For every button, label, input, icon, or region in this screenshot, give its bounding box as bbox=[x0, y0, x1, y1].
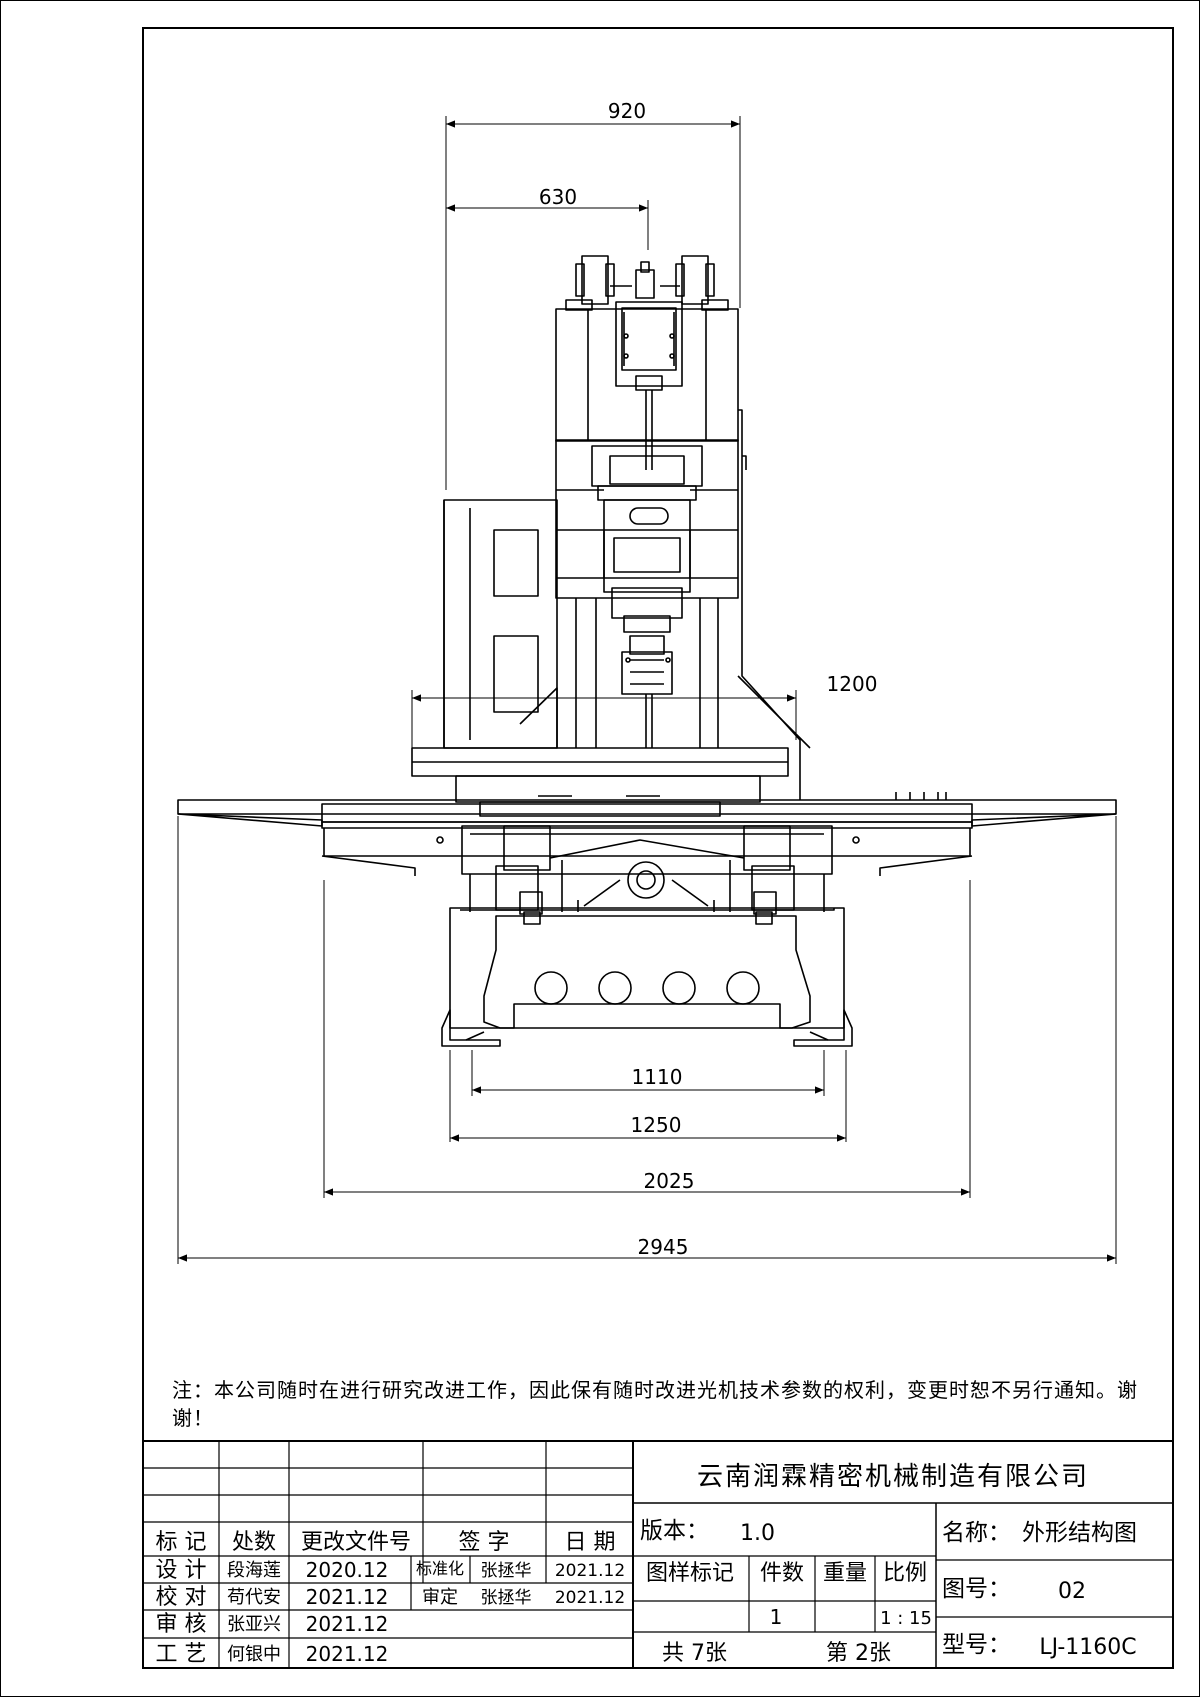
row-check-date: 2021.12 bbox=[306, 1585, 389, 1609]
top-motors bbox=[575, 255, 715, 305]
dim-2945: 2945 bbox=[638, 1235, 689, 1259]
count-label: 件数 bbox=[760, 1561, 804, 1586]
dimensions bbox=[177, 116, 1117, 1264]
scale-label: 比例 bbox=[883, 1561, 927, 1586]
worktable bbox=[411, 747, 789, 817]
version-value: 1.0 bbox=[740, 1521, 775, 1546]
base-bed bbox=[441, 907, 853, 1047]
dim-1250: 1250 bbox=[631, 1113, 682, 1137]
row-check-name: 苟代安 bbox=[227, 1587, 281, 1608]
dim-630: 630 bbox=[539, 185, 577, 209]
total-sheets: 共 7张 bbox=[662, 1641, 727, 1666]
lower-saddle bbox=[461, 825, 833, 925]
name-value: 外形结构图 bbox=[1022, 1520, 1137, 1546]
drawing-no-value: 02 bbox=[1058, 1579, 1086, 1604]
row-process-name: 何银中 bbox=[227, 1644, 281, 1665]
dim-920: 920 bbox=[608, 99, 646, 123]
dim-2025: 2025 bbox=[644, 1169, 695, 1193]
row-process-date: 2021.12 bbox=[306, 1642, 389, 1666]
dim-1200: 1200 bbox=[827, 672, 878, 696]
model-label: 型号： bbox=[942, 1632, 1011, 1658]
rev-header-sign: 签 字 bbox=[459, 1530, 510, 1555]
scale-value: 1 : 15 bbox=[880, 1608, 932, 1629]
row-design-label: 设 计 bbox=[156, 1558, 207, 1583]
model-value: LJ-1160C bbox=[1039, 1635, 1136, 1660]
row-review-label: 审 核 bbox=[156, 1612, 207, 1637]
version-label: 版本： bbox=[640, 1518, 709, 1544]
rev-header-date: 日 期 bbox=[565, 1530, 616, 1555]
company-name: 云南润霖精密机械制造有限公司 bbox=[697, 1462, 1089, 1492]
row-process-label: 工 艺 bbox=[156, 1642, 207, 1667]
row-design-date: 2020.12 bbox=[306, 1558, 389, 1582]
row-standard-label: 标准化 bbox=[416, 1559, 464, 1578]
disclaimer-note: 注：本公司随时在进行研究改进工作，因此保有随时改进光机技术参数的权利，变更时恕不… bbox=[172, 1378, 1138, 1430]
drawing-no-label: 图号： bbox=[942, 1576, 1011, 1602]
headstock-upper bbox=[555, 299, 739, 470]
rev-header-mark: 标 记 bbox=[156, 1530, 207, 1555]
title-block: 云南润霖精密机械制造有限公司 版本： 1.0 名称： 外形结构图 图样标记 件数… bbox=[143, 1440, 1173, 1668]
row-standard-name: 张拯华 bbox=[481, 1561, 532, 1581]
machine-front-view bbox=[177, 255, 1117, 1047]
count-value: 1 bbox=[770, 1605, 783, 1629]
row-standard-date: 2021.12 bbox=[555, 1561, 625, 1581]
rev-header-place: 处数 bbox=[232, 1530, 276, 1555]
sheet-number: 第 2张 bbox=[826, 1641, 891, 1666]
row-approve-date: 2021.12 bbox=[555, 1588, 625, 1608]
x-axis-table bbox=[177, 792, 1117, 876]
row-review-name: 张亚兴 bbox=[227, 1614, 281, 1635]
name-label: 名称： bbox=[942, 1520, 1011, 1546]
row-approve-label: 审定 bbox=[422, 1587, 458, 1608]
title-block-grid bbox=[143, 1440, 1173, 1668]
row-approve-name: 张拯华 bbox=[481, 1588, 532, 1608]
sample-mark-label: 图样标记 bbox=[646, 1561, 734, 1586]
row-design-name: 段海莲 bbox=[227, 1560, 281, 1581]
saddle bbox=[555, 439, 739, 599]
row-check-label: 校 对 bbox=[156, 1585, 207, 1610]
rev-header-doc: 更改文件号 bbox=[301, 1530, 411, 1555]
column-right bbox=[737, 409, 811, 800]
dim-1110: 1110 bbox=[632, 1065, 683, 1089]
row-review-date: 2021.12 bbox=[306, 1612, 389, 1636]
weight-label: 重量 bbox=[823, 1561, 867, 1586]
dimension-labels: 920 630 1200 1110 1250 2025 2945 bbox=[539, 99, 878, 1259]
column-body bbox=[443, 499, 558, 749]
spindle-lower bbox=[575, 587, 719, 748]
